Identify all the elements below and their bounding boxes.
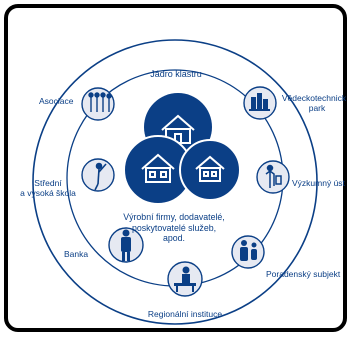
school-label-line1: Střední <box>34 178 62 188</box>
research-label: Výzkumný úst <box>292 178 345 188</box>
consulting-label: Poradenský subjekt <box>266 269 341 279</box>
people-group-icon <box>81 87 115 121</box>
house-icon-right <box>179 139 241 201</box>
researcher-icon <box>256 160 290 194</box>
core-description: Výrobní firmy, dodavatelé, poskytovatelé… <box>114 212 234 244</box>
official-desk-icon <box>167 261 203 297</box>
park-label-line1: Vědeckotechnick <box>281 93 347 103</box>
science-park-icon <box>243 86 277 120</box>
core-title: Jádro klastru <box>150 69 202 79</box>
regional-label: Regionální instituce <box>147 309 223 319</box>
outer-ring <box>32 39 318 325</box>
association-label: Asociace <box>39 96 74 106</box>
teacher-icon <box>81 158 115 192</box>
bank-label: Banka <box>64 249 89 259</box>
core-description-line: apod. <box>162 233 185 244</box>
consultants-icon <box>231 235 265 269</box>
park-label-line2: park <box>308 103 326 113</box>
banker-icon <box>108 227 144 263</box>
core-description-line: poskytovatelé služeb, <box>131 222 217 233</box>
school-label-line2: a vysoká škola <box>20 188 76 198</box>
core-description-line: Výrobní firmy, dodavatelé, <box>123 212 225 222</box>
